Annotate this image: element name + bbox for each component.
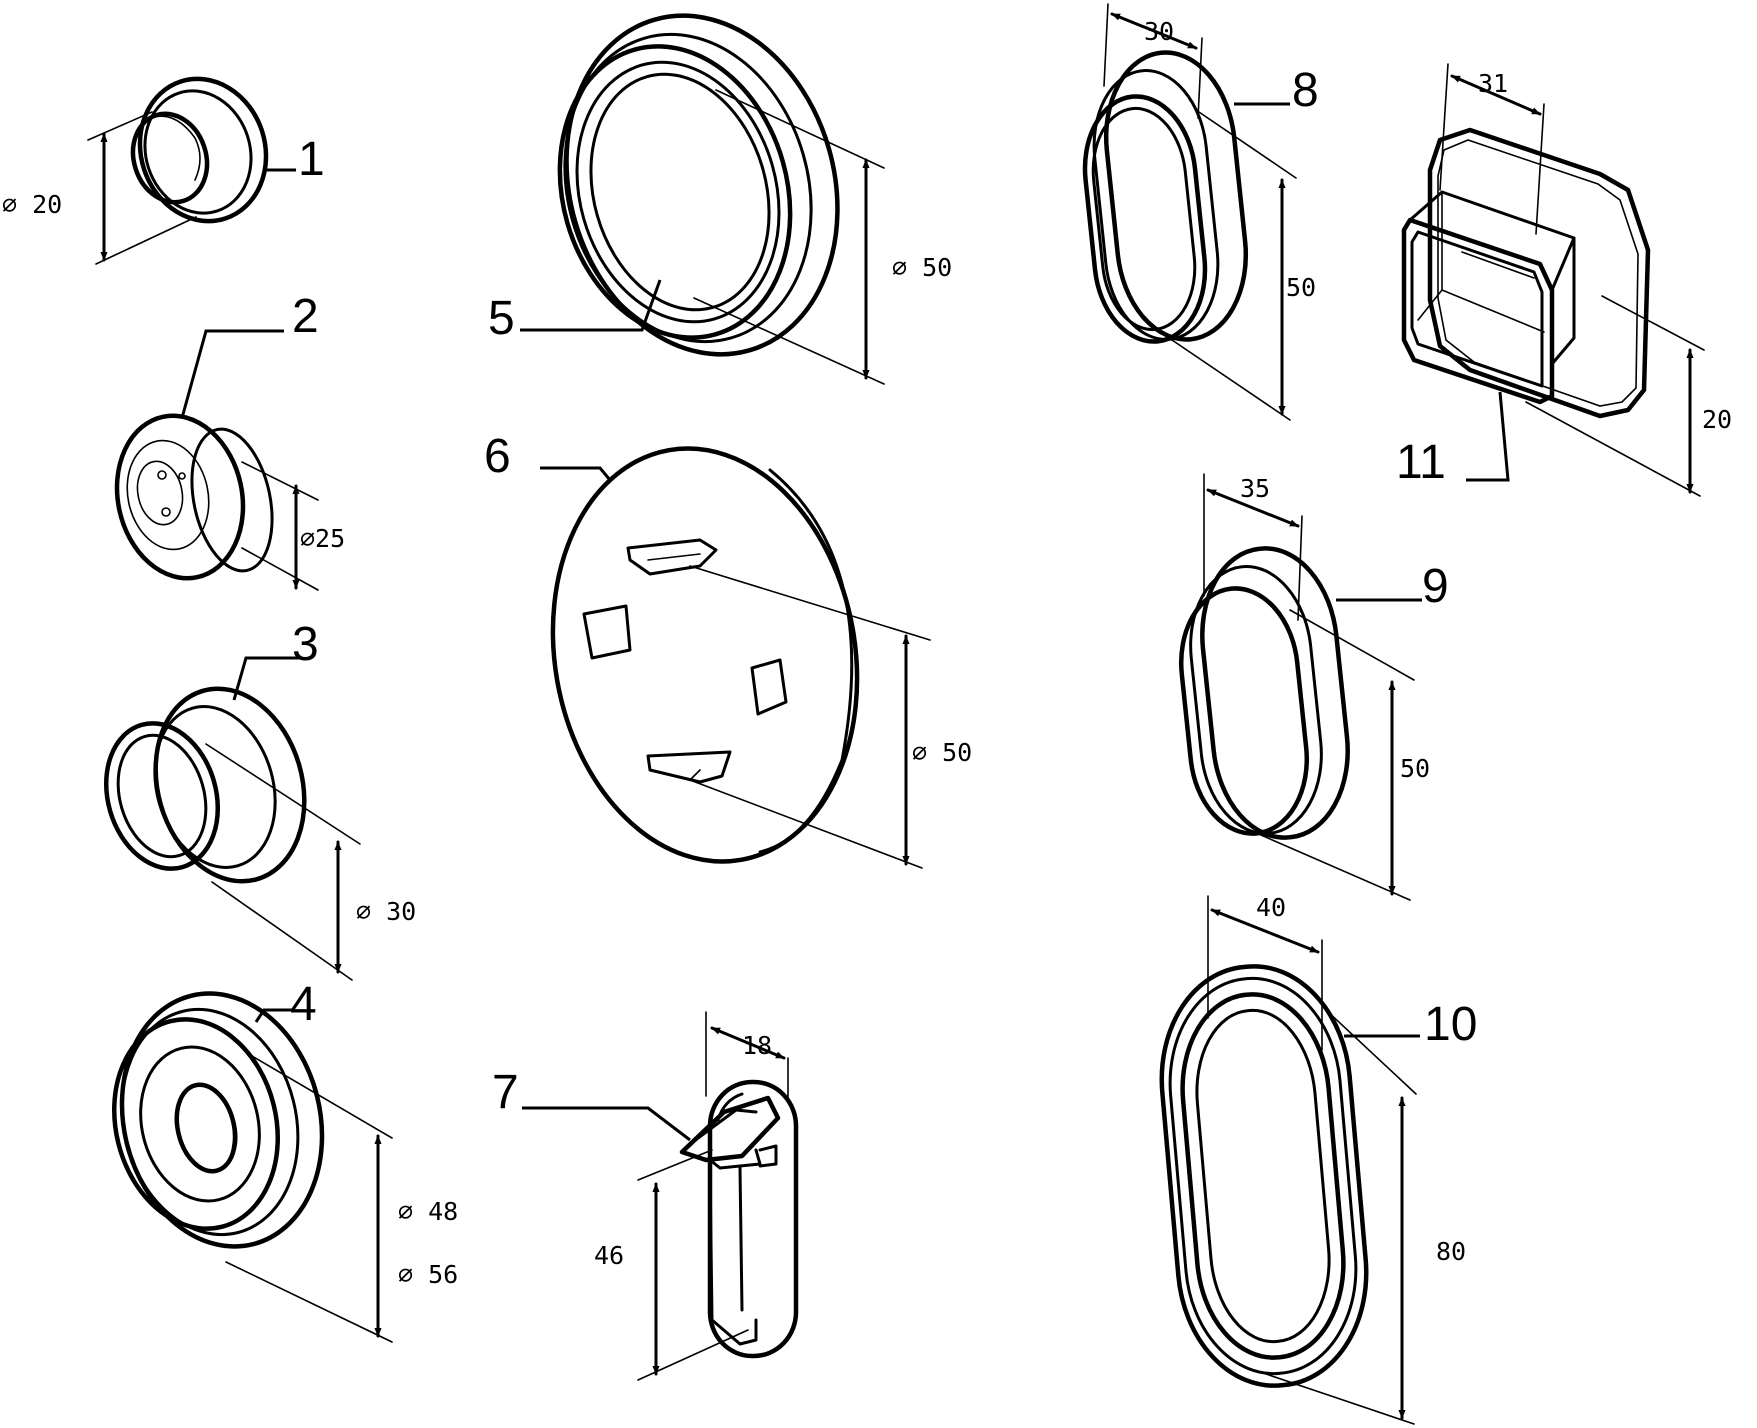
part-8-dim-height-label: 50 [1286,273,1316,302]
part-5: ⌀ 50 5 [488,13,952,385]
part-5-dim-label: ⌀ 50 [892,253,952,282]
part-6-drawing [550,446,860,864]
part-1: ⌀ 20 1 [2,76,325,265]
part-10-dimension: 40 80 [1207,893,1466,1425]
part-8-dim-width-label: 30 [1144,17,1174,46]
part-10-dim-height-label: 80 [1436,1237,1466,1266]
part-7-dim-width-label: 18 [742,1031,772,1060]
part-1-drawing [130,76,269,224]
part-3-leader [232,656,300,701]
part-6-dimension: ⌀ 50 [689,565,972,869]
part-9-dimension: 35 50 [1203,473,1430,901]
part-11-dim-width-label: 31 [1478,69,1508,98]
part-10: 40 80 10 [1159,893,1477,1425]
part-4-dim-label-outer: ⌀ 56 [398,1260,458,1289]
part-3-drawing [103,686,307,884]
part-4: ⌀ 48 ⌀ 56 4 [112,978,458,1343]
part-7: 18 46 7 [492,1011,799,1381]
part-6-number: 6 [484,430,511,483]
part-10-drawing [1159,964,1369,1388]
part-1-dim-label: ⌀ 20 [2,190,62,219]
part-7-dimension: 18 46 [594,1011,789,1381]
part-5-dimension: ⌀ 50 [693,89,952,385]
part-5-number: 5 [488,292,515,345]
part-1-dimension: ⌀ 20 [2,111,197,265]
part-2-drawing [114,413,274,581]
part-4-dimension: ⌀ 48 ⌀ 56 [225,1055,458,1343]
part-1-number: 1 [298,133,325,186]
part-9-drawing [1178,546,1350,840]
part-8-dimension: 30 50 [1103,3,1316,421]
part-2: ⌀25 2 [114,290,345,591]
part-3-dim-label: ⌀ 30 [356,897,416,926]
part-7-dim-height-label: 46 [594,1241,624,1270]
part-9: 35 50 9 [1178,473,1449,901]
part-3-dimension: ⌀ 30 [205,743,416,981]
part-4-dim-label-inner: ⌀ 48 [398,1197,458,1226]
part-6-dim-label: ⌀ 50 [912,738,972,767]
part-9-dim-height-label: 50 [1400,754,1430,783]
part-6: ⌀ 50 6 [484,430,972,869]
part-2-number: 2 [292,290,319,343]
part-2-dimension: ⌀25 [241,461,345,591]
part-8-drawing [1082,50,1249,344]
part-11-dimension: 31 20 [1439,63,1732,497]
part-3: ⌀ 30 3 [103,618,416,981]
part-4-drawing [112,991,325,1249]
part-3-number: 3 [292,618,319,671]
part-11-drawing [1401,127,1651,419]
part-9-number: 9 [1422,560,1449,613]
part-8-number: 8 [1292,64,1319,117]
part-2-dim-label: ⌀25 [300,524,345,553]
part-4-leader [254,1008,292,1023]
part-9-dim-width-label: 35 [1240,474,1270,503]
part-11: 31 20 11 [1396,63,1732,497]
part-6-leader [540,466,612,481]
part-4-number: 4 [290,978,317,1031]
part-8: 30 50 8 [1082,3,1319,421]
part-11-number: 11 [1396,436,1446,489]
part-7-leader [522,1106,691,1142]
part-10-dim-width-label: 40 [1256,893,1286,922]
part-2-leader [180,329,284,419]
part-7-number: 7 [492,1066,519,1119]
part-5-leader [520,279,662,332]
part-11-dim-height-label: 20 [1702,405,1732,434]
part-10-number: 10 [1424,998,1477,1051]
part-7-drawing [679,1079,799,1359]
part-11-leader [1466,391,1510,482]
